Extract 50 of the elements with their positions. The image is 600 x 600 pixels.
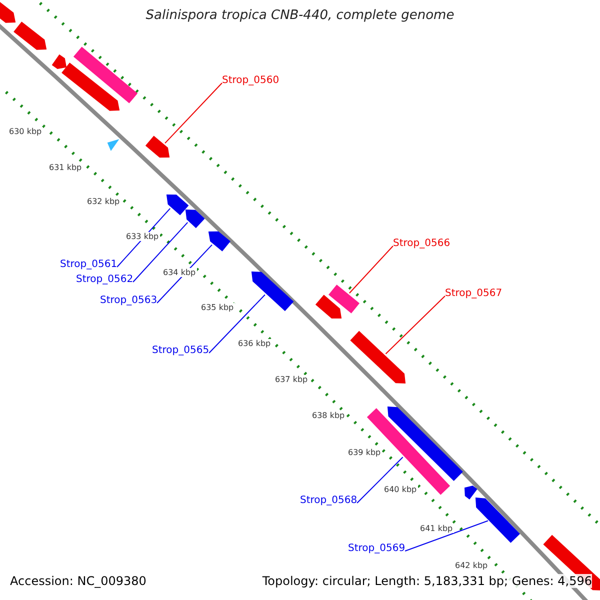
gene-feature [14, 22, 47, 50]
gene-feature [52, 54, 67, 69]
leader-line [356, 456, 404, 504]
gene-feature [350, 330, 406, 384]
scale-label: 641 kbp [419, 524, 454, 533]
gene-feature [62, 62, 120, 111]
gene-label: Strop_0565 [152, 345, 210, 356]
scale-label: 640 kbp [383, 485, 418, 494]
gene-label: Strop_0561 [60, 259, 118, 270]
gene-bar [73, 46, 138, 104]
gene-feature [208, 231, 231, 252]
scale-label: 642 kbp [454, 561, 489, 570]
scale-label: 634 kbp [162, 268, 197, 277]
scale-label: 632 kbp [86, 197, 121, 206]
gene-label: Strop_0567 [445, 288, 502, 299]
leader-line [132, 222, 188, 282]
scale-label: 638 kbp [311, 411, 346, 420]
gene-label: Strop_0562 [76, 274, 134, 285]
scale-label: 636 kbp [237, 339, 272, 348]
gene-label: Strop_0569 [348, 543, 406, 554]
title: Salinispora tropica CNB-440, complete genome [144, 8, 456, 23]
leader-line [164, 82, 222, 144]
gene-label: Strop_0568 [300, 495, 358, 506]
gene-feature [145, 136, 170, 158]
scale-label: 633 kbp [125, 232, 160, 241]
gene-feature [166, 194, 189, 216]
scale-label: 631 kbp [48, 163, 83, 172]
gene-feature [387, 406, 463, 481]
gene-feature [315, 294, 342, 318]
scale-label: 635 kbp [200, 303, 235, 312]
gene-label: Strop_0566 [393, 238, 450, 249]
gene-feature [185, 209, 205, 228]
gene-bar [328, 284, 360, 314]
leader-line [404, 520, 488, 552]
scale-label: 630 kbp [8, 127, 43, 136]
gene-feature [0, 0, 16, 23]
footer-text: Accession: NC_009380 [10, 574, 146, 588]
gene-label: Strop_0560 [222, 75, 280, 86]
gene-feature [251, 271, 294, 312]
gene-feature [475, 497, 520, 543]
leader-line [208, 294, 266, 354]
triangle-marker [107, 139, 120, 152]
footer-text: Topology: circular; Length: 5,183,331 bp; Genes: 4,596 [262, 574, 592, 588]
gene-label: Strop_0563 [100, 295, 158, 306]
scale-label: 637 kbp [274, 375, 309, 384]
scale-label: 639 kbp [347, 448, 382, 457]
leader-line [348, 246, 394, 294]
gene-feature [464, 486, 478, 500]
gene-bar [366, 408, 450, 495]
leader-line [385, 296, 446, 354]
